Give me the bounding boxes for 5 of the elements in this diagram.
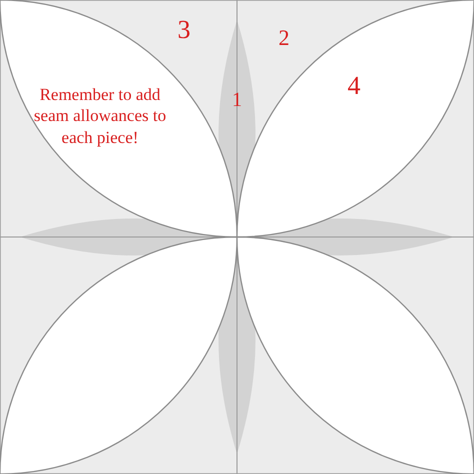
callout-number: 1 — [231, 88, 243, 113]
callout-number: 4 — [346, 70, 362, 102]
note-text: Remember to add seam allowances to each piece! — [32, 84, 168, 148]
callout-number: 3 — [176, 14, 192, 46]
callout-number: 2 — [278, 24, 290, 52]
